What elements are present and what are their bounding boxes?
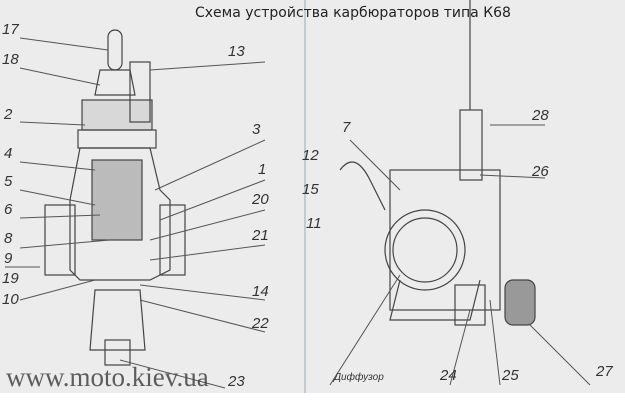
diagram-title: Схема устройства карбюраторов типа К68	[195, 5, 511, 21]
part-label-8: 8	[4, 230, 13, 247]
part-label-10: 10	[2, 291, 19, 308]
part-label-26: 26	[532, 163, 549, 180]
part-label-25: 25	[502, 367, 519, 384]
part-label-12: 12	[302, 147, 319, 164]
part-label-11: 11	[306, 215, 322, 232]
part-label-15: 15	[302, 181, 319, 198]
carburetor-drawing	[5, 0, 591, 393]
part-label-23: 23	[228, 373, 245, 390]
part-label-22: 22	[252, 315, 269, 332]
part-label-19: 19	[2, 270, 19, 287]
part-label-1: 1	[258, 161, 267, 178]
part-label-6: 6	[4, 201, 13, 218]
part-label-20: 20	[252, 191, 269, 208]
diagram-sheet: Схема устройства карбюраторов типа К68 1…	[0, 0, 625, 393]
part-label-diffuser: Диффузор	[334, 372, 384, 383]
part-label-2: 2	[4, 106, 13, 123]
part-label-3: 3	[252, 121, 261, 138]
part-label-7: 7	[342, 119, 351, 136]
part-label-14: 14	[252, 283, 269, 300]
part-label-9: 9	[4, 250, 13, 267]
leader-lines	[5, 37, 591, 389]
right-carburetor	[339, 0, 536, 326]
part-label-24: 24	[440, 367, 457, 384]
part-label-27: 27	[596, 363, 613, 380]
part-label-18: 18	[2, 51, 19, 68]
watermark: www.moto.kiev.ua	[6, 362, 209, 392]
part-label-5: 5	[4, 173, 13, 190]
part-label-4: 4	[4, 145, 13, 162]
part-label-17: 17	[2, 21, 19, 38]
part-label-13: 13	[228, 43, 245, 60]
part-label-28: 28	[532, 107, 549, 124]
part-label-21: 21	[252, 227, 269, 244]
left-carburetor	[44, 29, 186, 366]
